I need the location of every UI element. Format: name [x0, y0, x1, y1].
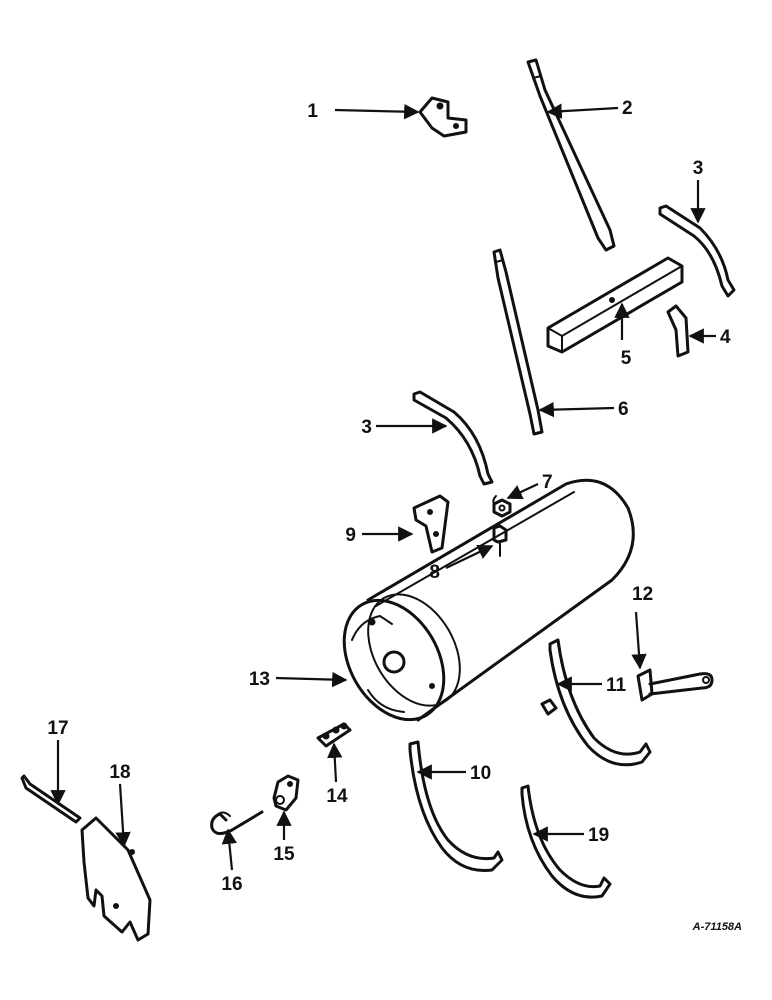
callout-leaders — [50, 103, 716, 871]
callout-3-upper: 3 — [693, 158, 704, 179]
callout-11: 11 — [606, 675, 627, 696]
callout-13: 13 — [249, 669, 270, 690]
part-5-channel — [546, 256, 684, 354]
callout-15: 15 — [273, 844, 295, 865]
part-10-strap — [408, 740, 504, 873]
callout-9: 9 — [345, 525, 356, 546]
part-16-jbolt — [210, 810, 264, 835]
callout-10: 10 — [470, 763, 491, 784]
part-4-bracket — [666, 304, 690, 358]
callout-6: 6 — [618, 399, 629, 420]
part-2-strap — [526, 58, 616, 252]
callout-1: 1 — [307, 101, 318, 122]
part-3-curved-strap-upper — [658, 204, 736, 298]
part-19-strap — [520, 784, 612, 899]
callout-16: 16 — [221, 874, 242, 895]
callout-19: 19 — [588, 825, 609, 846]
part-13-tank — [342, 478, 635, 722]
callout-8: 8 — [429, 562, 440, 583]
part-3-curved-strap-lower — [412, 390, 494, 486]
callout-14: 14 — [326, 786, 348, 807]
callout-5: 5 — [621, 348, 632, 369]
part-18-plate — [80, 816, 152, 942]
callout-12: 12 — [632, 584, 653, 605]
part-6-strap — [492, 248, 544, 436]
part-17-rod — [20, 774, 82, 824]
part-1-bracket — [418, 96, 468, 138]
part-8-bolt — [492, 524, 508, 557]
callout-2: 2 — [622, 98, 633, 119]
callout-7: 7 — [542, 472, 553, 493]
callout-numbers: 1 2 3 4 5 6 3 7 9 8 12 11 13 17 10 18 14… — [47, 98, 731, 895]
part-15-clip — [272, 774, 300, 812]
drawing-id: A-71158A — [692, 921, 742, 933]
part-12-rod — [636, 668, 714, 702]
part-7-nut — [492, 495, 512, 518]
part-14-bracket — [316, 722, 352, 748]
part-9-bracket — [412, 494, 450, 554]
callout-3-lower: 3 — [361, 417, 372, 438]
callout-18: 18 — [109, 762, 130, 783]
part-11-strap — [540, 638, 652, 767]
callout-4: 4 — [720, 327, 731, 348]
callout-17: 17 — [47, 718, 68, 739]
